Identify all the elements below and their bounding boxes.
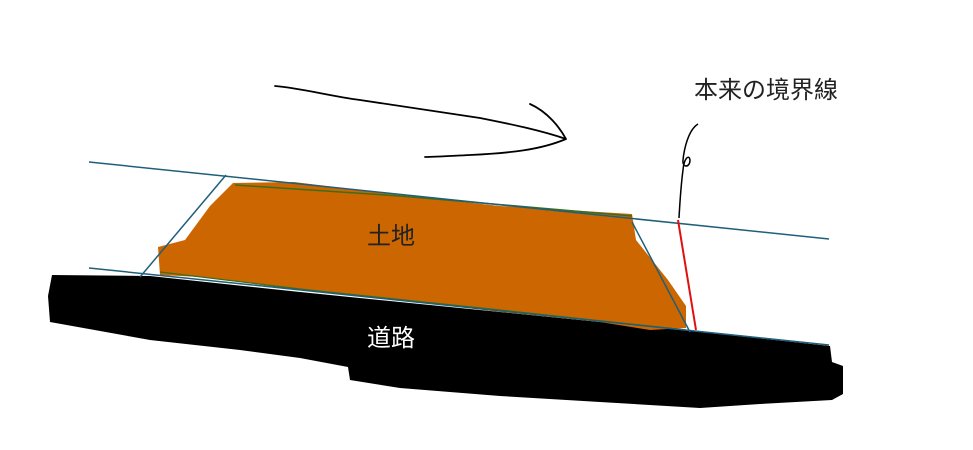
true-boundary-label: 本来の境界線: [694, 76, 838, 104]
land-label: 土地: [367, 222, 415, 250]
land-parcel-shape: [158, 182, 686, 330]
road-shape: [48, 275, 843, 408]
arrow-right-icon: [274, 85, 567, 158]
left-slant-line: [139, 174, 227, 278]
true-boundary-line: [677, 219, 697, 331]
land-upper-edge: [234, 184, 633, 217]
road-label: 道路: [367, 324, 415, 352]
upper-parallel-line: [88, 161, 830, 240]
lower-parallel-line: [88, 267, 830, 346]
right-slant-line: [631, 221, 691, 333]
boundary-leader-line: [678, 123, 699, 219]
